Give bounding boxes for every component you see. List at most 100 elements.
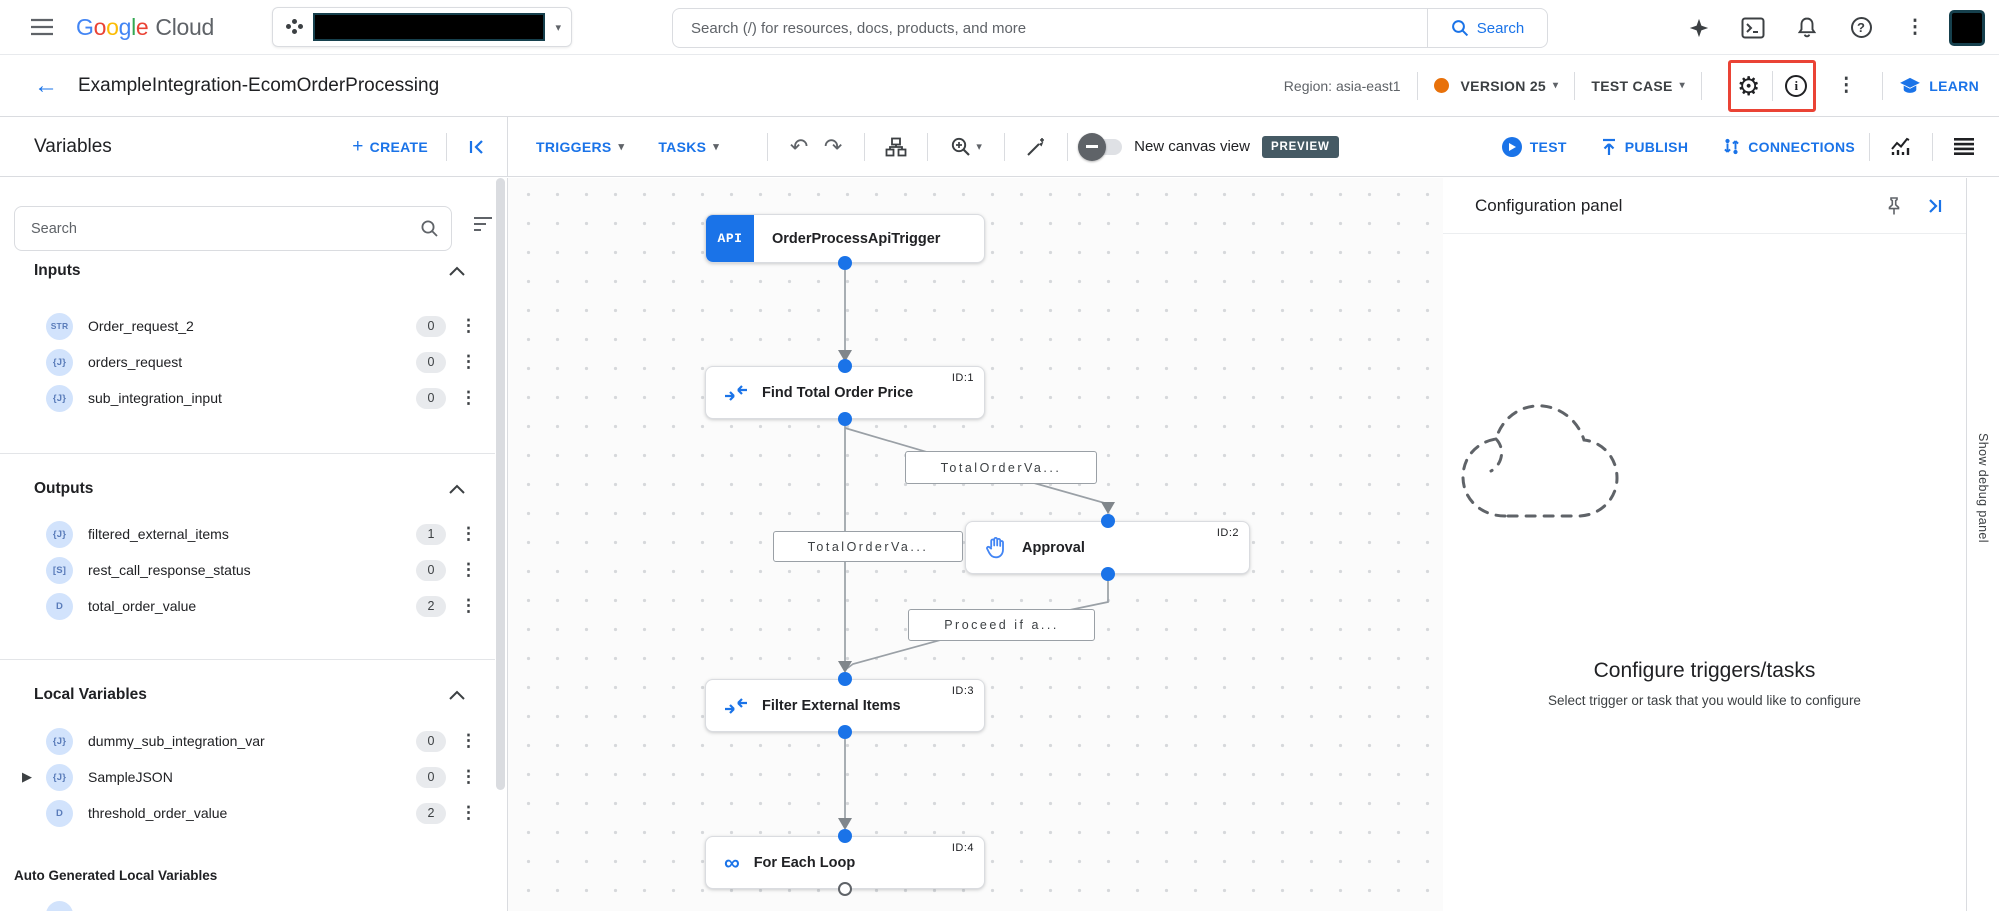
chevron-up-icon[interactable] bbox=[449, 266, 465, 276]
variable-type-badge: {J} bbox=[46, 763, 73, 791]
node-filter-external-items[interactable]: ID:3 Filter External Items bbox=[705, 679, 985, 732]
edge-label-total-order-value-right[interactable]: TotalOrderVa... bbox=[905, 451, 1097, 484]
variable-menu-icon[interactable]: ⋮ bbox=[460, 803, 477, 822]
cloud-shell-icon[interactable] bbox=[1733, 8, 1773, 48]
logs-list-icon[interactable] bbox=[1947, 130, 1981, 164]
connector-dot[interactable] bbox=[838, 256, 852, 270]
connector-dot[interactable] bbox=[838, 829, 852, 843]
node-for-each-loop[interactable]: ID:4 ∞ For Each Loop bbox=[705, 836, 985, 889]
variable-name: Order_request_2 bbox=[88, 318, 194, 334]
variable-menu-icon[interactable]: ⋮ bbox=[460, 560, 477, 579]
sidebar-scrollbar[interactable] bbox=[495, 178, 506, 911]
collapse-panel-icon[interactable] bbox=[467, 137, 487, 157]
node-trigger[interactable]: API OrderProcessApiTrigger bbox=[705, 214, 985, 263]
edge-label-total-order-value-left[interactable]: TotalOrderVa... bbox=[773, 531, 963, 562]
integration-canvas[interactable]: API OrderProcessApiTrigger ID:1 Find Tot… bbox=[508, 178, 1443, 911]
variable-row[interactable]: {J} sub_integration_input 0 ⋮ bbox=[0, 380, 495, 416]
learn-label: LEARN bbox=[1929, 77, 1979, 94]
publish-button[interactable]: PUBLISH bbox=[1601, 138, 1689, 156]
variable-row[interactable]: {J} orders_request 0 ⋮ bbox=[0, 344, 495, 380]
variable-menu-icon[interactable]: ⋮ bbox=[460, 596, 477, 615]
divider bbox=[1869, 132, 1870, 161]
notifications-bell-icon[interactable] bbox=[1787, 8, 1827, 48]
variable-menu-icon[interactable]: ⋮ bbox=[460, 388, 477, 407]
variable-type-badge bbox=[46, 900, 73, 911]
create-variable-button[interactable]: + CREATE bbox=[352, 136, 428, 158]
collapse-right-icon[interactable] bbox=[1924, 196, 1944, 216]
edge-label-proceed-if[interactable]: Proceed if a... bbox=[908, 609, 1095, 641]
variable-row[interactable]: [S] rest_call_response_status 0 ⋮ bbox=[0, 552, 495, 588]
divider bbox=[1416, 71, 1418, 100]
gemini-sparkle-icon[interactable] bbox=[1679, 8, 1719, 48]
more-options-icon[interactable]: ⋮ bbox=[1905, 17, 1925, 38]
version-dropdown[interactable]: VERSION 25 ▾ bbox=[1461, 78, 1559, 94]
expand-arrow-icon[interactable]: ▶ bbox=[22, 769, 32, 784]
show-debug-panel-toggle[interactable]: Show debug panel bbox=[1976, 433, 1990, 543]
node-label: Filter External Items bbox=[762, 697, 901, 714]
connections-label: CONNECTIONS bbox=[1748, 138, 1855, 155]
project-selector[interactable]: ▾ bbox=[272, 7, 573, 47]
learn-button[interactable]: LEARN bbox=[1899, 77, 1979, 95]
variable-row[interactable]: D total_order_value 2 ⋮ bbox=[0, 588, 495, 624]
variable-menu-icon[interactable]: ⋮ bbox=[460, 731, 477, 750]
version-label: VERSION 25 bbox=[1460, 77, 1547, 94]
node-label: Find Total Order Price bbox=[762, 384, 914, 401]
chevron-up-icon[interactable] bbox=[449, 484, 465, 494]
account-avatar[interactable] bbox=[1949, 9, 1985, 46]
sort-variables-icon[interactable] bbox=[473, 216, 493, 232]
node-find-total-order-price[interactable]: ID:1 Find Total Order Price bbox=[705, 366, 985, 419]
variable-menu-icon[interactable]: ⋮ bbox=[460, 524, 477, 543]
connector-dot[interactable] bbox=[1101, 514, 1115, 528]
variable-menu-icon[interactable]: ⋮ bbox=[460, 352, 477, 371]
integration-header: ← ExampleIntegration-EcomOrderProcessing… bbox=[0, 55, 1999, 117]
settings-gear-icon[interactable]: ⚙ bbox=[1736, 70, 1761, 101]
project-icon bbox=[285, 18, 304, 36]
variable-row[interactable]: STR Order_request_2 0 ⋮ bbox=[0, 308, 495, 344]
variable-menu-icon[interactable]: ⋮ bbox=[460, 767, 477, 786]
test-button[interactable]: TEST bbox=[1501, 136, 1567, 157]
scrollbar-thumb[interactable] bbox=[496, 178, 505, 790]
variable-name: threshold_order_value bbox=[88, 805, 228, 821]
connections-button[interactable]: CONNECTIONS bbox=[1722, 137, 1855, 156]
global-search-input[interactable] bbox=[673, 9, 1427, 47]
info-icon[interactable]: i bbox=[1785, 74, 1808, 97]
approval-hand-icon bbox=[984, 535, 1008, 561]
redo-icon[interactable]: ↷ bbox=[823, 133, 843, 159]
connector-dot[interactable] bbox=[838, 672, 852, 686]
connector-dot-end[interactable] bbox=[838, 882, 852, 896]
variable-row[interactable]: {J} filtered_external_items 1 ⋮ bbox=[0, 516, 495, 552]
variable-menu-icon[interactable]: ⋮ bbox=[460, 316, 477, 335]
new-canvas-view-toggle[interactable] bbox=[1078, 132, 1123, 161]
node-label: For Each Loop bbox=[753, 854, 856, 871]
plus-icon: + bbox=[352, 135, 364, 157]
connector-dot[interactable] bbox=[838, 412, 852, 426]
triggers-dropdown[interactable]: TRIGGERS ▾ bbox=[536, 139, 624, 155]
auto-layout-icon[interactable] bbox=[879, 130, 913, 164]
variables-search-input[interactable] bbox=[31, 220, 420, 237]
zoom-control[interactable]: ▾ bbox=[942, 130, 990, 164]
help-icon[interactable]: ? bbox=[1841, 8, 1881, 48]
header-more-options-icon[interactable]: ⋮ bbox=[1836, 75, 1856, 96]
chevron-up-icon[interactable] bbox=[449, 690, 465, 700]
analytics-icon[interactable] bbox=[1884, 130, 1918, 164]
variable-row-partial[interactable] bbox=[0, 896, 495, 911]
node-id-badge: ID:2 bbox=[1216, 527, 1239, 539]
variable-row[interactable]: {J} dummy_sub_integration_var 0 ⋮ bbox=[0, 723, 495, 759]
connections-icon bbox=[1724, 138, 1740, 155]
tasks-dropdown[interactable]: TASKS ▾ bbox=[658, 139, 719, 155]
hamburger-menu-icon[interactable] bbox=[22, 7, 62, 47]
variable-row[interactable]: D threshold_order_value 2 ⋮ bbox=[0, 795, 495, 831]
back-arrow-icon[interactable]: ← bbox=[34, 71, 58, 99]
undo-icon[interactable]: ↶ bbox=[789, 133, 809, 159]
connector-dot[interactable] bbox=[1101, 567, 1115, 581]
pin-icon[interactable] bbox=[1886, 196, 1902, 216]
edit-wand-icon[interactable] bbox=[1019, 130, 1053, 164]
canvas-toolbar: TRIGGERS ▾ TASKS ▾ ↶ ↷ ▾ bbox=[508, 117, 1999, 176]
search-button[interactable]: Search bbox=[1427, 9, 1547, 47]
test-case-dropdown[interactable]: TEST CASE ▾ bbox=[1591, 78, 1685, 94]
connector-dot[interactable] bbox=[838, 359, 852, 373]
connector-dot[interactable] bbox=[838, 725, 852, 739]
variable-row[interactable]: ▶ {J} SampleJSON 0 ⋮ bbox=[0, 759, 495, 795]
topbar-icons: ? ⋮ bbox=[1679, 0, 1985, 55]
